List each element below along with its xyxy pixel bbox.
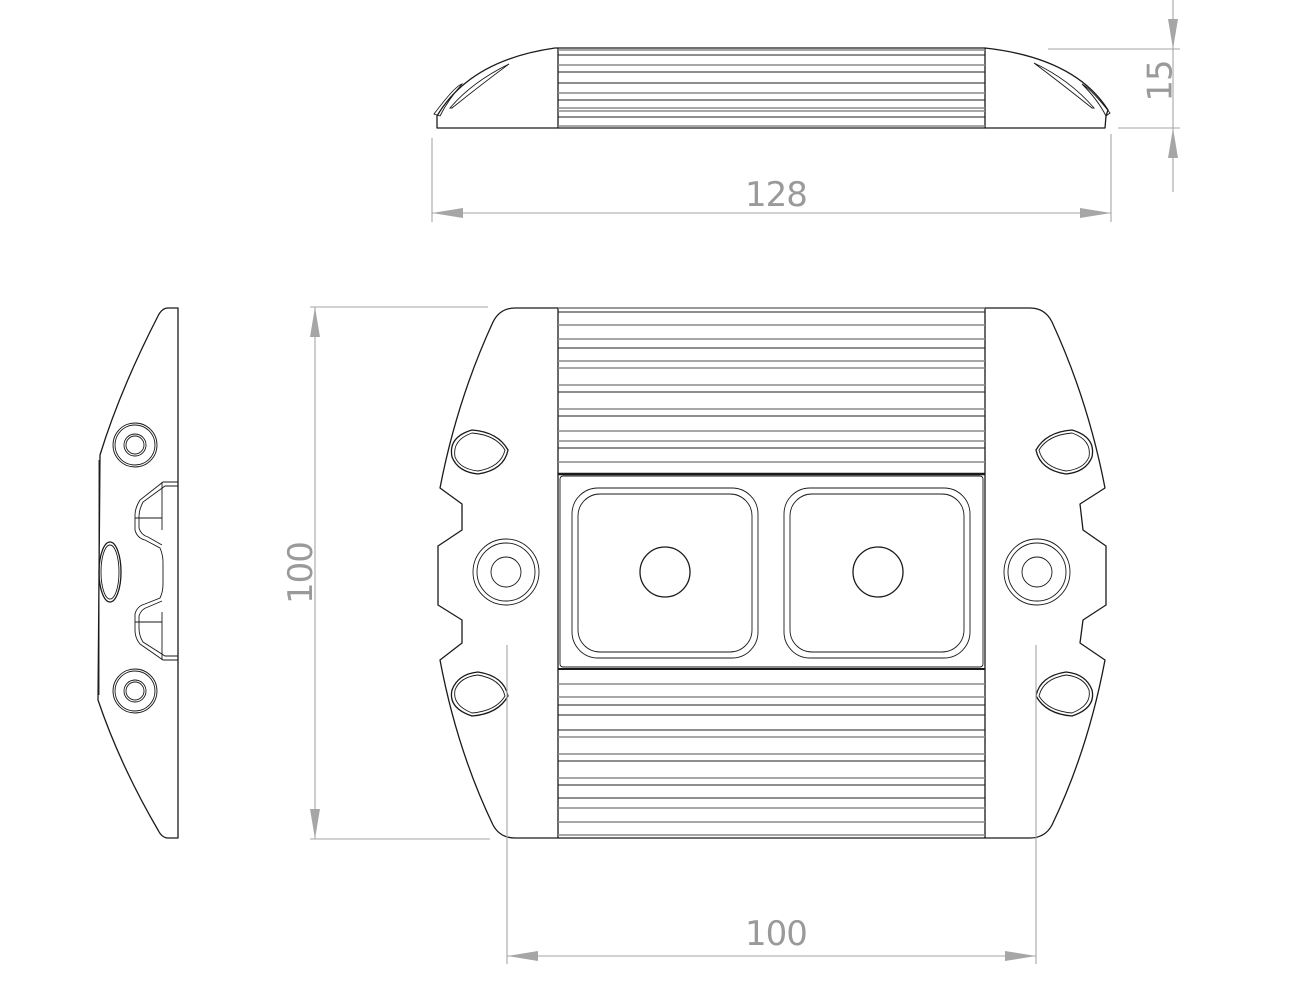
dimension-label-height: 100	[280, 542, 321, 604]
led-lens-left	[571, 487, 759, 659]
led-lens-right	[783, 487, 971, 659]
side-bolt-boss-upper	[112, 422, 158, 468]
dimension-label-thickness: 15	[1140, 60, 1181, 102]
side-slot-profile	[134, 481, 178, 661]
top-side-view	[433, 47, 1111, 129]
heat-sink-ribs-side	[558, 49, 985, 127]
side-bolt-boss-lower	[112, 668, 158, 714]
teardrop-slot-lower-left	[450, 671, 509, 717]
teardrop-slot-upper-right	[1035, 429, 1094, 475]
dimension-body-width	[506, 645, 1037, 964]
left-side-view	[97, 307, 179, 839]
heat-sink-ribs-lower	[558, 683, 985, 836]
dimension-height	[310, 306, 490, 840]
front-view	[437, 307, 1107, 839]
mounting-hole-right	[1003, 538, 1071, 606]
dimension-label-overall-length: 128	[745, 175, 808, 215]
heat-sink-ribs-upper	[558, 307, 985, 463]
dimension-thickness	[1048, 0, 1180, 192]
side-oval-slot	[98, 541, 122, 603]
mounting-hole-left	[472, 538, 540, 606]
dimension-label-body-width: 100	[745, 914, 808, 954]
teardrop-slot-lower-right	[1035, 671, 1094, 717]
dimension-overall-length	[431, 134, 1112, 222]
teardrop-slot-upper-left	[450, 429, 509, 475]
